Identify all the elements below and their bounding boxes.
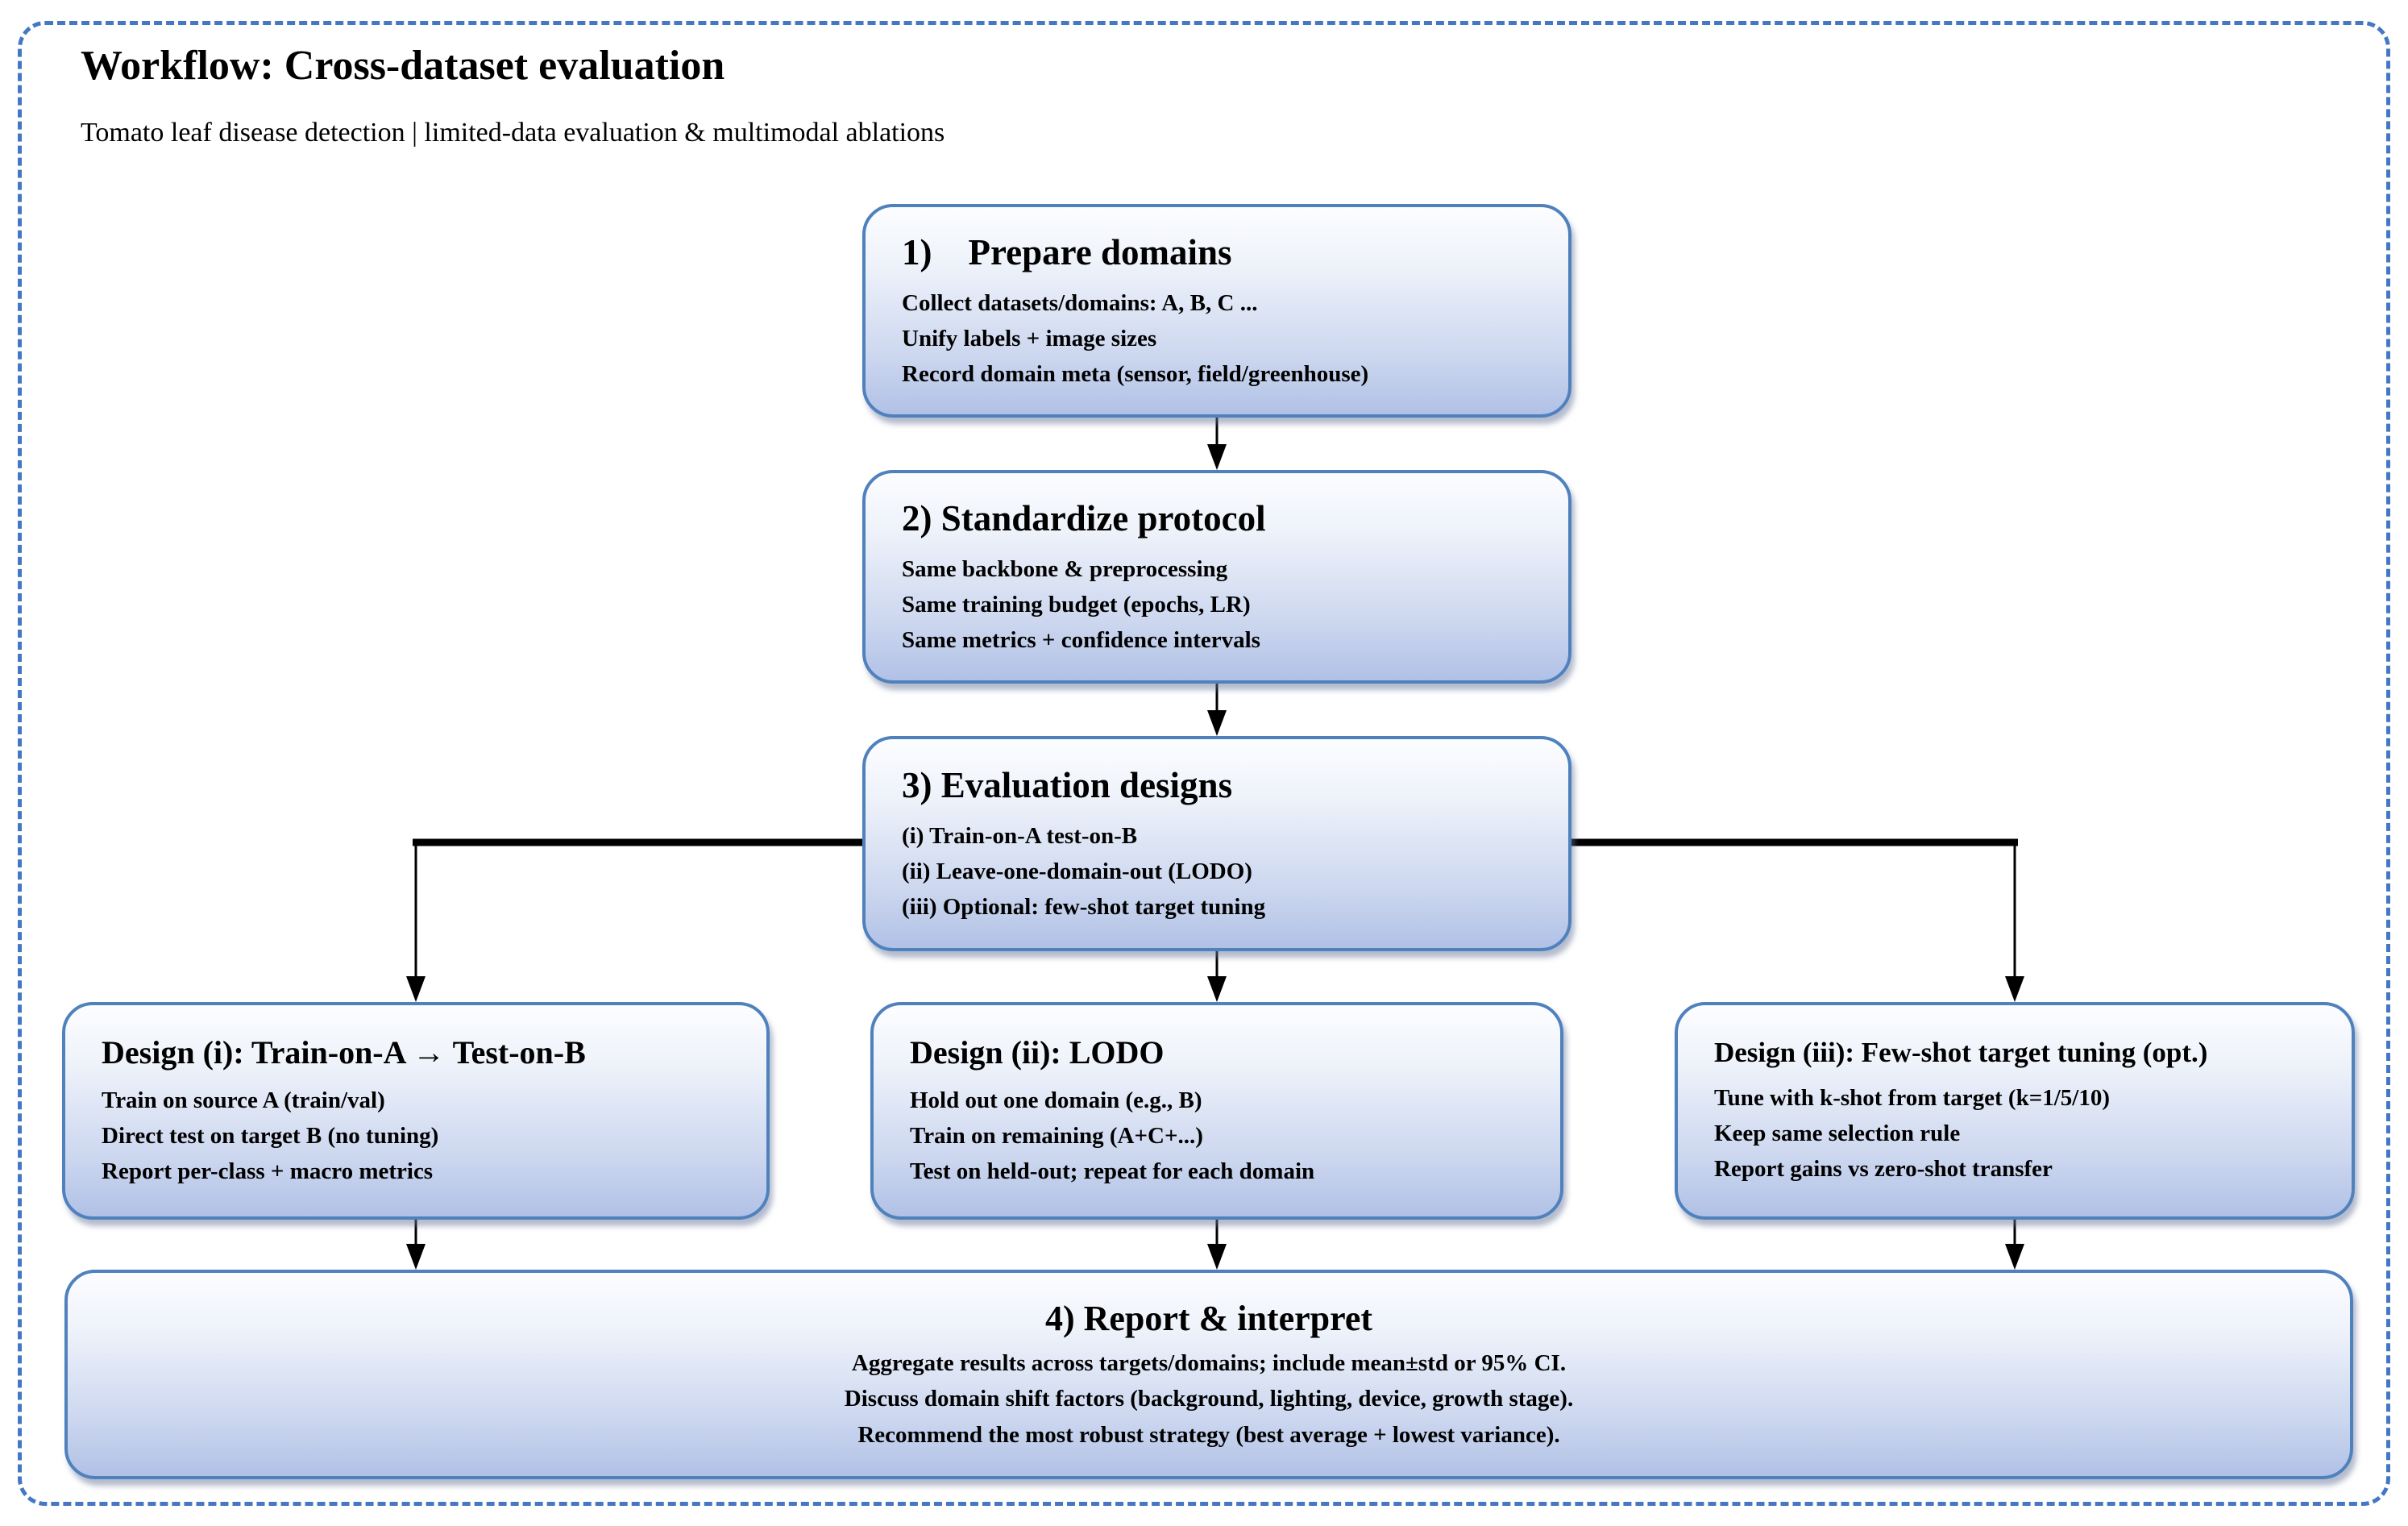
node-title: Design (iii): Few-shot target tuning (op… [1714, 1037, 2208, 1068]
node-report-and-interpret: 4) Report & interpret Aggregate results … [64, 1270, 2353, 1479]
node-text-line: Report gains vs zero-shot transfer [1714, 1155, 2053, 1182]
node-design-i-train-on-a-test-on-b: Design (i): Train-on-A → Test-on-B Train… [62, 1002, 770, 1220]
node-text-line: Same metrics + confidence intervals [902, 626, 1260, 653]
node-title: 4) Report & interpret [1044, 1299, 1373, 1339]
node-title: 3) Evaluation designs [902, 765, 1233, 806]
node-title: 1) Prepare domains [902, 232, 1232, 273]
node-text-line: Tune with k-shot from target (k=1/5/10) [1714, 1084, 2111, 1111]
node-standardize-protocol: 2) Standardize protocol Same backbone & … [862, 470, 1571, 684]
node-text-line: Same backbone & preprocessing [902, 555, 1228, 582]
node-text-line: Unify labels + image sizes [902, 325, 1157, 351]
node-text-line: Direct test on target B (no tuning) [102, 1122, 439, 1149]
page-title: Workflow: Cross-dataset evaluation [81, 43, 725, 89]
node-text-line: Aggregate results across targets/domains… [851, 1350, 1567, 1377]
node-text-line: Report per-class + macro metrics [102, 1158, 434, 1185]
node-text-line: Keep same selection rule [1714, 1120, 1961, 1146]
node-text-line: Record domain meta (sensor, field/greenh… [902, 360, 1369, 387]
node-text-line: Test on held-out; repeat for each domain [910, 1158, 1315, 1185]
node-text-line: (ii) Leave-one-domain-out (LODO) [902, 858, 1252, 884]
node-text-line: (iii) Optional: few-shot target tuning [902, 893, 1266, 920]
node-text-line: Recommend the most robust strategy (best… [857, 1421, 1560, 1448]
node-title: 2) Standardize protocol [902, 498, 1266, 539]
dashed-border-frame [18, 21, 2390, 1506]
node-text-line: Same training budget (epochs, LR) [902, 591, 1251, 617]
node-title: Design (ii): LODO [910, 1033, 1165, 1071]
node-text-line: Discuss domain shift factors (background… [844, 1386, 1574, 1412]
node-title: Design (i): Train-on-A → Test-on-B [102, 1033, 586, 1071]
node-text-line: Hold out one domain (e.g., B) [910, 1087, 1202, 1113]
node-text-line: Collect datasets/domains: A, B, C ... [902, 289, 1258, 316]
node-prepare-domains: 1) Prepare domains Collect datasets/doma… [862, 204, 1571, 418]
node-text-line: (i) Train-on-A test-on-B [902, 822, 1138, 849]
page-subtitle: Tomato leaf disease detection | limited-… [81, 118, 945, 148]
node-text-line: Train on remaining (A+C+...) [910, 1122, 1203, 1149]
node-evaluation-designs: 3) Evaluation designs (i) Train-on-A tes… [862, 736, 1571, 951]
node-text-line: Train on source A (train/val) [102, 1087, 385, 1113]
node-design-ii-lodo: Design (ii): LODO Hold out one domain (e… [870, 1002, 1563, 1220]
node-design-iii-few-shot-target-tuning: Design (iii): Few-shot target tuning (op… [1675, 1002, 2355, 1220]
